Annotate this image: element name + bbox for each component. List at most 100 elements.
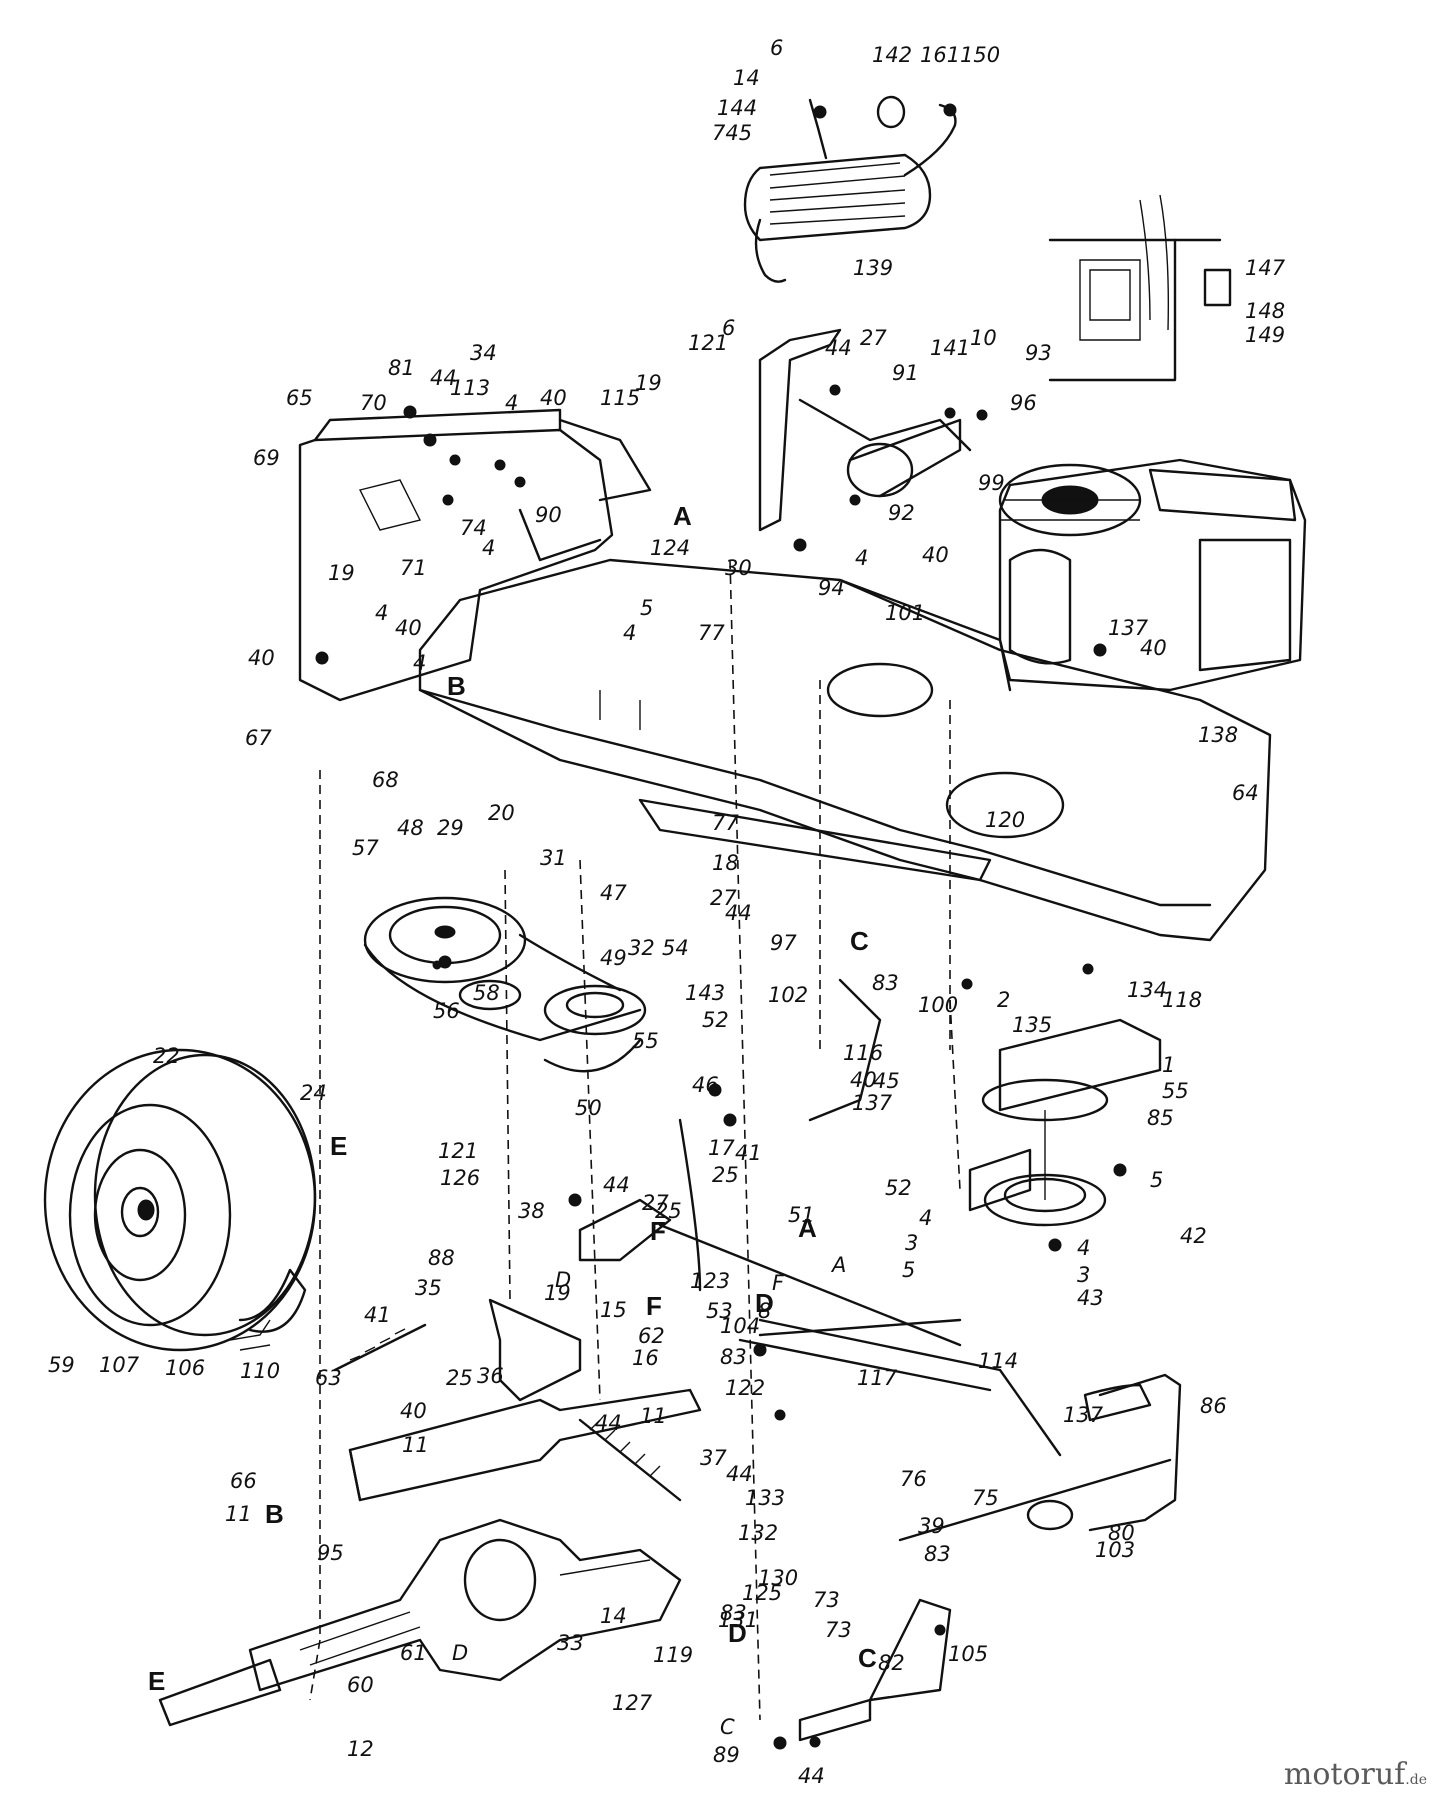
part-number-label: 73 bbox=[825, 1618, 852, 1642]
part-number-label: 4 bbox=[919, 1206, 932, 1230]
part-number-label: 15 bbox=[600, 1298, 627, 1322]
part-number-label: 137 bbox=[1108, 616, 1149, 640]
part-number-label: 5 bbox=[902, 1258, 915, 1282]
watermark: motoruf.de bbox=[1284, 1757, 1427, 1792]
part-number-label: 91 bbox=[892, 361, 919, 385]
part-number-label: 58 bbox=[473, 981, 500, 1005]
connection-letter: E bbox=[330, 1131, 347, 1161]
part-number-label: 745 bbox=[712, 121, 752, 145]
part-number-label: 44 bbox=[825, 336, 852, 360]
part-number-label: 77 bbox=[712, 811, 739, 835]
part-number-label: 133 bbox=[745, 1486, 785, 1510]
part-number-label: 124 bbox=[650, 536, 690, 560]
part-number-label: 96 bbox=[1010, 391, 1037, 415]
part-number-label: 55 bbox=[1162, 1079, 1189, 1103]
part-number-label: D bbox=[452, 1641, 468, 1665]
part-number-label: 66 bbox=[230, 1469, 257, 1493]
part-number-label: 105 bbox=[948, 1642, 988, 1666]
part-number-label: 114 bbox=[978, 1349, 1018, 1373]
part-number-label: 54 bbox=[662, 936, 689, 960]
connection-letter: D bbox=[728, 1618, 747, 1648]
part-number-label: 59 bbox=[48, 1353, 75, 1377]
part-number-label: 132 bbox=[738, 1521, 778, 1545]
part-number-label: 19 bbox=[544, 1281, 571, 1305]
hardware bbox=[315, 384, 1127, 1750]
part-number-label: 94 bbox=[818, 576, 845, 600]
part-number-label: 37 bbox=[700, 1446, 727, 1470]
rear-wheel bbox=[43, 1048, 317, 1352]
part-number-label: 161 bbox=[920, 43, 960, 67]
part-number-label: 24 bbox=[300, 1081, 327, 1105]
part-number-label: 80 bbox=[1108, 1521, 1135, 1545]
part-number-label: 36 bbox=[477, 1364, 504, 1388]
part-number-label: 130 bbox=[758, 1566, 798, 1590]
part-number-label: 137 bbox=[852, 1091, 893, 1115]
connection-letter: E bbox=[148, 1666, 165, 1696]
part-number-label: 115 bbox=[600, 386, 640, 410]
part-number-label: 34 bbox=[470, 341, 497, 365]
part-number-label: 44 bbox=[595, 1411, 622, 1435]
part-number-label: 135 bbox=[1012, 1013, 1052, 1037]
part-number-label: 138 bbox=[1198, 723, 1238, 747]
part-number-label: 126 bbox=[440, 1166, 480, 1190]
part-number-label: 101 bbox=[885, 601, 925, 625]
part-number-label: 69 bbox=[253, 446, 280, 470]
part-number-label: 123 bbox=[690, 1269, 730, 1293]
part-number-label: 40 bbox=[395, 616, 422, 640]
part-number-label: 121 bbox=[688, 331, 728, 355]
part-number-label: 127 bbox=[612, 1691, 653, 1715]
part-number-label: 19 bbox=[635, 371, 662, 395]
part-number-label: 12 bbox=[347, 1737, 374, 1761]
part-number-label: 71 bbox=[400, 556, 427, 580]
part-number-label: 144 bbox=[717, 96, 757, 120]
part-number-label: 43 bbox=[1077, 1286, 1104, 1310]
connection-letter: C bbox=[858, 1643, 877, 1673]
part-number-label: 46 bbox=[692, 1073, 719, 1097]
part-number-label: 149 bbox=[1245, 323, 1285, 347]
part-number-label: 2 bbox=[997, 988, 1010, 1012]
part-number-label: 6 bbox=[770, 36, 783, 60]
part-number-label: 3 bbox=[905, 1231, 918, 1255]
cables bbox=[658, 978, 962, 1347]
watermark-domain: .de bbox=[1405, 1772, 1427, 1788]
part-number-label: 139 bbox=[853, 256, 893, 280]
part-number-label: 89 bbox=[713, 1743, 740, 1767]
part-number-label: 27 bbox=[710, 886, 737, 910]
part-number-label: 41 bbox=[735, 1141, 762, 1165]
part-number-label: 4 bbox=[413, 651, 426, 675]
part-number-label: 70 bbox=[360, 391, 387, 415]
part-number-label: 53 bbox=[706, 1299, 733, 1323]
part-number-label: 44 bbox=[430, 366, 457, 390]
part-number-label: 61 bbox=[400, 1641, 427, 1665]
part-number-label: 11 bbox=[225, 1502, 252, 1526]
part-number-label: 35 bbox=[415, 1276, 442, 1300]
part-number-label: 48 bbox=[397, 816, 424, 840]
part-number-label: D bbox=[555, 1268, 571, 1292]
part-number-label: 39 bbox=[918, 1514, 945, 1538]
part-number-label: 113 bbox=[450, 376, 490, 400]
muffler bbox=[743, 95, 957, 283]
engine-control-inset bbox=[1048, 194, 1232, 382]
steering-column bbox=[758, 328, 972, 532]
part-number-label: 4 bbox=[1077, 1236, 1090, 1260]
part-number-label: 47 bbox=[600, 881, 627, 905]
part-number-label: F bbox=[772, 1271, 785, 1295]
main-frame bbox=[418, 558, 1272, 942]
part-number-label: 104 bbox=[720, 1314, 760, 1338]
part-number-label: 99 bbox=[978, 471, 1005, 495]
part-number-label: 77 bbox=[698, 621, 725, 645]
part-number-label: 119 bbox=[653, 1643, 693, 1667]
part-number-label: 44 bbox=[798, 1764, 825, 1788]
part-number-label: 92 bbox=[888, 501, 915, 525]
part-number-label: 83 bbox=[924, 1542, 951, 1566]
part-number-label: 102 bbox=[768, 983, 808, 1007]
part-number-label: 11 bbox=[402, 1433, 429, 1457]
part-number-label: 83 bbox=[872, 971, 899, 995]
part-number-label: 3 bbox=[1077, 1263, 1090, 1287]
part-number-label: 40 bbox=[850, 1068, 877, 1092]
part-number-label: 142 bbox=[872, 43, 912, 67]
part-number-label: 110 bbox=[240, 1359, 280, 1383]
connection-letter: F bbox=[646, 1291, 662, 1321]
connection-letter: F bbox=[650, 1216, 666, 1246]
